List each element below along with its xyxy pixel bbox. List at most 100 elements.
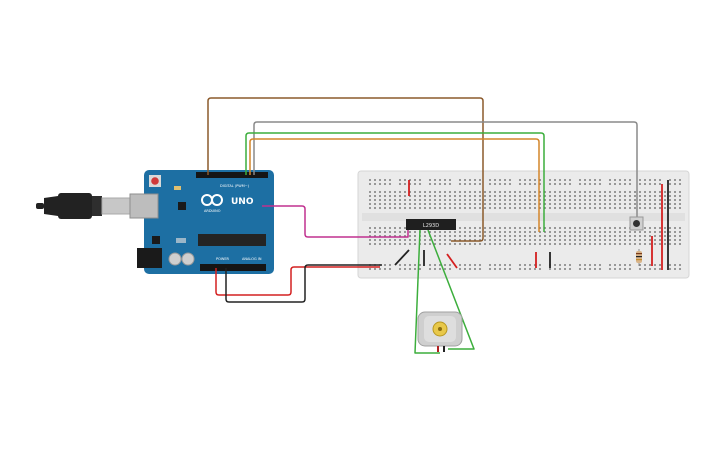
breadboard-hole <box>489 235 491 237</box>
breadboard-hole <box>634 199 636 201</box>
breadboard-hole <box>629 231 631 233</box>
breadboard-hole <box>489 199 491 201</box>
breadboard-hole <box>634 231 636 233</box>
breadboard-hole <box>479 231 481 233</box>
breadboard-hole <box>654 203 656 205</box>
breadboard[interactable] <box>357 170 690 279</box>
breadboard-hole <box>629 268 631 270</box>
breadboard-hole <box>429 231 431 233</box>
breadboard-hole <box>389 235 391 237</box>
breadboard-hole <box>499 264 501 266</box>
breadboard-hole <box>579 243 581 245</box>
breadboard-hole <box>524 264 526 266</box>
breadboard-hole <box>429 179 431 181</box>
breadboard-hole <box>499 191 501 193</box>
breadboard-hole <box>564 195 566 197</box>
breadboard-hole <box>579 203 581 205</box>
breadboard-hole <box>679 231 681 233</box>
breadboard-hole <box>654 264 656 266</box>
breadboard-hole <box>494 227 496 229</box>
breadboard-hole <box>494 179 496 181</box>
breadboard-hole <box>589 268 591 270</box>
breadboard-hole <box>664 227 666 229</box>
breadboard-hole <box>629 239 631 241</box>
breadboard-hole <box>509 199 511 201</box>
breadboard-hole <box>539 203 541 205</box>
breadboard-hole <box>509 179 511 181</box>
push-button[interactable] <box>629 216 644 231</box>
dc-motor[interactable] <box>417 311 463 352</box>
breadboard-hole <box>634 243 636 245</box>
breadboard-hole <box>559 195 561 197</box>
breadboard-hole <box>384 235 386 237</box>
resistor[interactable] <box>636 249 642 266</box>
breadboard-hole <box>644 199 646 201</box>
wire-motor-a[interactable] <box>414 229 440 354</box>
breadboard-hole <box>494 203 496 205</box>
breadboard-hole <box>534 203 536 205</box>
breadboard-hole <box>394 207 396 209</box>
breadboard-hole <box>594 179 596 181</box>
breadboard-hole <box>599 183 601 185</box>
breadboard-hole <box>634 207 636 209</box>
breadboard-hole <box>629 179 631 181</box>
jumper-black-left[interactable] <box>394 249 410 266</box>
arduino-uno-board[interactable]: UNO ARDUINO DIGITAL (PWM~) POWER ANALOG … <box>36 170 274 274</box>
breadboard-hole <box>664 195 666 197</box>
wire-orange[interactable] <box>249 138 540 232</box>
breadboard-hole <box>669 199 671 201</box>
breadboard-hole <box>479 183 481 185</box>
breadboard-hole <box>569 207 571 209</box>
breadboard-hole <box>624 179 626 181</box>
breadboard-hole <box>434 199 436 201</box>
breadboard-hole <box>599 179 601 181</box>
breadboard-hole <box>394 231 396 233</box>
breadboard-hole <box>504 199 506 201</box>
breadboard-hole <box>434 268 436 270</box>
breadboard-hole <box>549 191 551 193</box>
breadboard-hole <box>399 183 401 185</box>
breadboard-hole <box>649 264 651 266</box>
breadboard-hole <box>634 235 636 237</box>
breadboard-hole <box>444 199 446 201</box>
breadboard-hole <box>584 195 586 197</box>
breadboard-hole <box>479 199 481 201</box>
breadboard-hole <box>379 231 381 233</box>
breadboard-hole <box>429 264 431 266</box>
breadboard-hole <box>679 183 681 185</box>
breadboard-hole <box>374 203 376 205</box>
breadboard-hole <box>659 231 661 233</box>
usb-port <box>129 193 159 219</box>
wire-magenta[interactable] <box>262 205 409 238</box>
breadboard-hole <box>619 235 621 237</box>
wire-gray[interactable] <box>253 121 638 222</box>
breadboard-hole <box>644 207 646 209</box>
jumper-red-diagonal[interactable] <box>446 253 458 269</box>
breadboard-hole <box>494 199 496 201</box>
breadboard-hole <box>449 203 451 205</box>
wire-motor-b[interactable] <box>427 229 475 350</box>
breadboard-hole <box>469 203 471 205</box>
wire-brown[interactable] <box>207 97 484 242</box>
breadboard-hole <box>574 231 576 233</box>
breadboard-hole <box>439 179 441 181</box>
l293d-motor-driver[interactable]: L293D <box>406 219 456 230</box>
wire-red-5v[interactable] <box>215 266 380 296</box>
wire-black-gnd[interactable] <box>225 264 382 303</box>
breadboard-hole <box>659 235 661 237</box>
breadboard-hole <box>374 191 376 193</box>
breadboard-hole <box>559 191 561 193</box>
breadboard-hole <box>579 195 581 197</box>
breadboard-hole <box>584 199 586 201</box>
breadboard-hole <box>369 239 371 241</box>
breadboard-hole <box>464 199 466 201</box>
breadboard-hole <box>424 235 426 237</box>
breadboard-hole <box>539 239 541 241</box>
wire-green[interactable] <box>245 132 545 232</box>
breadboard-hole <box>444 264 446 266</box>
breadboard-hole <box>399 264 401 266</box>
breadboard-hole <box>439 207 441 209</box>
breadboard-hole <box>554 235 556 237</box>
breadboard-hole <box>614 264 616 266</box>
breadboard-hole <box>639 235 641 237</box>
